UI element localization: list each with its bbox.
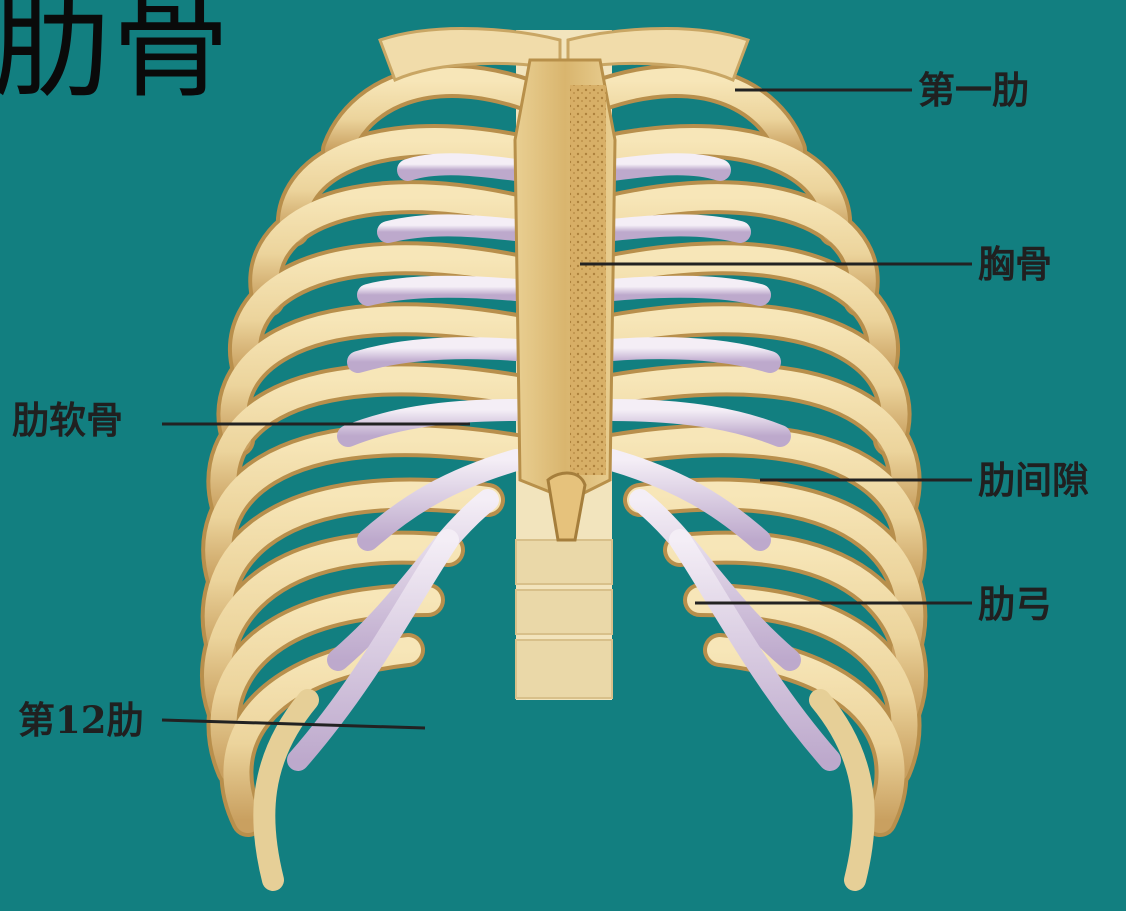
label-first-rib: 第一肋 [918,72,1029,109]
page-title: 肋骨 [0,0,232,104]
label-twelfth-rib: 第12肋 [18,702,144,739]
label-costal-cartilage: 肋软骨 [12,402,123,439]
label-intercostal-space: 肋间隙 [978,462,1089,499]
label-costal-arch: 肋弓 [978,586,1052,623]
label-sternum: 胸骨 [978,246,1052,283]
sternum [515,60,615,540]
